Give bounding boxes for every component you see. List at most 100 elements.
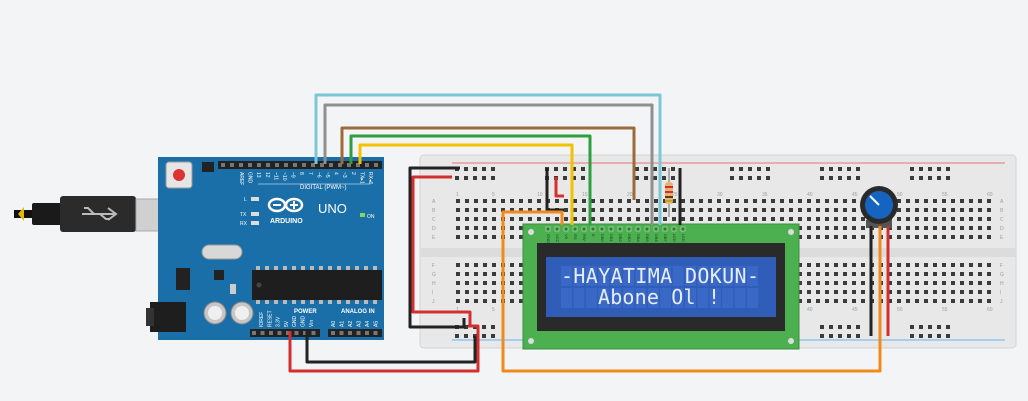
header-pin[interactable] [339, 331, 344, 335]
wire-gnd-rail-jumper[interactable] [408, 166, 466, 329]
breadboard-hole [951, 208, 955, 212]
header-pin[interactable] [284, 163, 288, 167]
wire-lcd-vcc[interactable] [554, 177, 564, 198]
breadboard-hole [969, 208, 973, 212]
potentiometer-indicator [869, 195, 880, 206]
power-jack[interactable] [150, 302, 186, 332]
lcd-pin[interactable] [617, 226, 623, 232]
analog-header[interactable] [328, 329, 382, 337]
header-pin[interactable] [320, 163, 324, 167]
breadboard-hole [825, 199, 829, 203]
header-pin[interactable] [365, 331, 369, 335]
header-pin[interactable] [365, 163, 369, 167]
header-pin[interactable] [239, 163, 243, 167]
lcd-pin[interactable] [662, 226, 668, 232]
lcd-pin[interactable] [545, 226, 551, 232]
lcd-pin[interactable] [581, 226, 587, 232]
reset-button-cap[interactable] [173, 169, 185, 181]
header-pin[interactable] [260, 331, 265, 335]
header-pin[interactable] [293, 163, 297, 167]
header-pin[interactable] [294, 331, 299, 335]
header-pin[interactable] [266, 163, 270, 167]
header-pin[interactable] [374, 163, 378, 167]
digital-header[interactable] [218, 161, 382, 169]
lcd-mount-hole [528, 338, 534, 344]
lcd-cell [685, 266, 696, 286]
chip-pin [301, 266, 305, 270]
breadboard-hole [528, 217, 532, 221]
wire-d3-e[interactable] [358, 143, 574, 225]
header-pin[interactable] [221, 163, 225, 167]
breadboard-hole [807, 263, 811, 267]
breadboard-hole [501, 199, 505, 203]
header-pin[interactable] [356, 331, 361, 335]
lcd-pin[interactable] [680, 226, 686, 232]
header-pin[interactable] [356, 163, 360, 167]
header-pin[interactable] [302, 163, 306, 167]
lcd-pin[interactable] [599, 226, 605, 232]
breadboard-hole [627, 208, 631, 212]
lcd-pin[interactable] [635, 226, 641, 232]
header-pin[interactable] [348, 331, 352, 335]
header-pin[interactable] [275, 163, 279, 167]
lcd-pin[interactable] [590, 226, 596, 232]
lcd-pin[interactable] [554, 226, 560, 232]
header-pin[interactable] [303, 331, 307, 335]
wire-d5-db5[interactable] [340, 126, 636, 200]
power-header[interactable] [250, 329, 320, 337]
breadboard-hole [635, 167, 639, 171]
header-pin[interactable] [269, 331, 273, 335]
wire-lcd-gnd[interactable] [545, 168, 564, 212]
header-pin[interactable] [311, 331, 316, 335]
header-pin[interactable] [338, 163, 342, 167]
lcd-pin[interactable] [626, 226, 632, 232]
breadboard-hole [627, 199, 631, 203]
header-pin[interactable] [286, 331, 290, 335]
wire-arduino-5v[interactable] [288, 324, 480, 373]
header-pin[interactable] [329, 163, 333, 167]
breadboard-hole [528, 208, 532, 212]
wire-contrast-v0[interactable] [501, 210, 882, 373]
potentiometer[interactable] [860, 186, 898, 336]
lcd-pin[interactable] [653, 226, 659, 232]
wire-d7-db7[interactable] [314, 93, 662, 225]
lcd-pin-label: DB0 [600, 234, 605, 243]
breadboard-hole [644, 167, 648, 171]
breadboard-hole [753, 208, 757, 212]
wire-d6-db6[interactable] [323, 103, 654, 225]
header-pin[interactable] [373, 331, 378, 335]
digital-pin-label: ~10 [281, 172, 287, 181]
lcd-pin[interactable] [563, 226, 569, 232]
wire-arduino-gnd[interactable] [305, 331, 477, 364]
header-pin[interactable] [331, 331, 335, 335]
breadboard-hole [798, 208, 802, 212]
header-pin[interactable] [347, 163, 351, 167]
header-pin[interactable] [257, 163, 261, 167]
chip-pin [364, 300, 368, 304]
lcd-pin[interactable] [671, 226, 677, 232]
header-pin[interactable] [248, 163, 252, 167]
breadboard-hole [856, 176, 860, 180]
lcd-pin[interactable] [644, 226, 650, 232]
lcd-pin[interactable] [608, 226, 614, 232]
header-pin[interactable] [230, 163, 234, 167]
wire-d4-db4[interactable] [349, 134, 592, 225]
breadboard-hole [455, 334, 459, 338]
breadboard-hole [906, 235, 910, 239]
breadboard-hole [537, 217, 541, 221]
resistor[interactable] [665, 168, 673, 217]
breadboard-hole [591, 217, 595, 221]
breadboard-hole [483, 226, 487, 230]
breadboard-hole [456, 217, 460, 221]
breadboard-hole [924, 208, 928, 212]
lcd-pin[interactable] [572, 226, 578, 232]
lcd-pin-label: RW [582, 234, 587, 241]
header-pin[interactable] [311, 163, 315, 167]
wire-5v-rail-jumper[interactable] [411, 175, 472, 327]
header-pin[interactable] [252, 331, 256, 335]
header-pin[interactable] [277, 331, 282, 335]
column-number: 55 [942, 307, 948, 313]
